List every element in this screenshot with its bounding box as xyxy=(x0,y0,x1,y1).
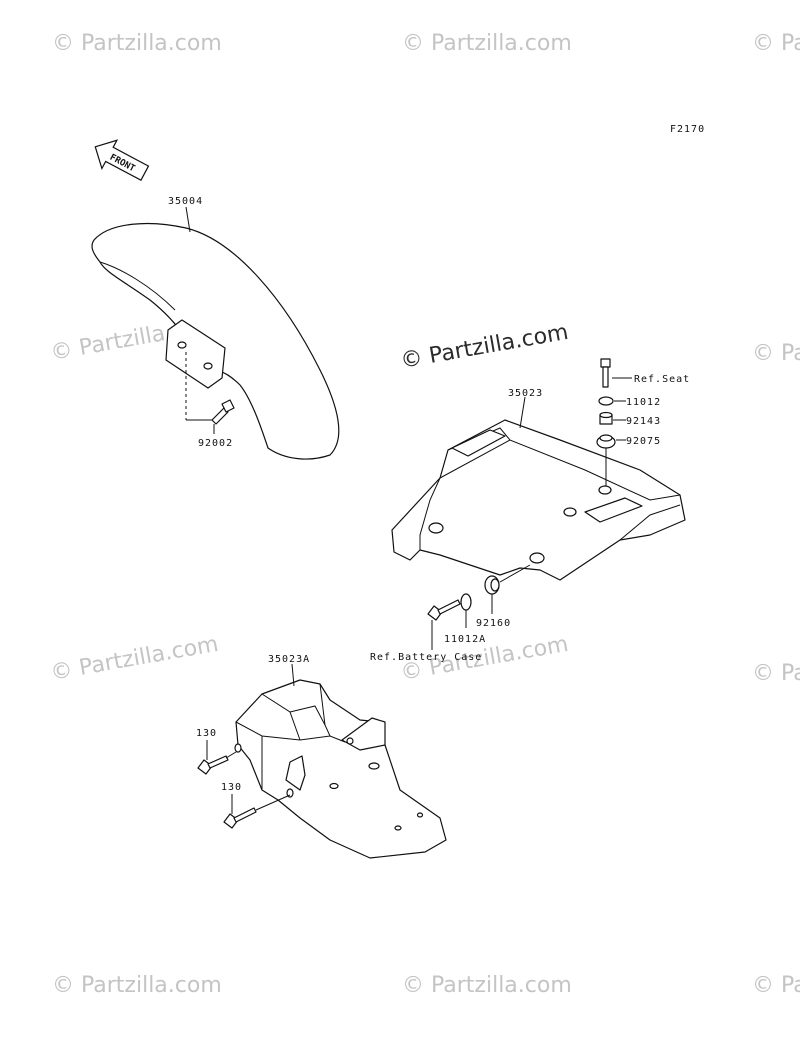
collar-92143-icon xyxy=(599,411,613,425)
center-watermark: © Partzilla.com xyxy=(399,320,571,374)
label-92143: 92143 xyxy=(626,416,661,427)
label-130-top: 130 xyxy=(196,728,217,739)
figure-code: F2170 xyxy=(670,124,705,135)
watermark: © Partzilla.com xyxy=(52,31,222,56)
label-ref-seat: Ref.Seat xyxy=(634,374,690,385)
leader-line xyxy=(499,564,531,583)
leader-line xyxy=(225,751,237,759)
bolt-ref-battery-icon xyxy=(427,599,461,621)
label-92075: 92075 xyxy=(626,436,661,447)
leader-line xyxy=(291,663,295,687)
bolt-92002-icon xyxy=(211,399,235,425)
washer-11012a-icon xyxy=(460,593,472,611)
leader-line xyxy=(519,396,526,429)
watermark: © Partzilla.com xyxy=(52,973,222,998)
label-92002: 92002 xyxy=(198,438,233,449)
label-130-bottom: 130 xyxy=(221,782,242,793)
grommet-92075-icon xyxy=(596,434,616,449)
watermark: © Partzilla.com xyxy=(752,31,800,56)
bolt-130-top-icon xyxy=(197,755,229,775)
watermark: © Partzilla.com xyxy=(752,661,800,686)
bolt-ref-seat-icon xyxy=(600,358,611,388)
label-35004: 35004 xyxy=(168,196,203,207)
leader-line xyxy=(255,794,291,811)
leader-line xyxy=(185,206,191,233)
front-fender xyxy=(91,222,340,460)
label-35023: 35023 xyxy=(508,388,543,399)
label-11012: 11012 xyxy=(626,397,661,408)
label-35023a: 35023A xyxy=(268,654,310,665)
bolt-130-bottom-icon xyxy=(223,807,257,829)
rear-fender-lower xyxy=(234,679,447,859)
rear-fender-upper xyxy=(391,419,686,581)
watermark: © Partzilla.com xyxy=(49,632,221,686)
watermark: © Partzilla.com xyxy=(752,973,800,998)
watermark: © Partzilla.com xyxy=(752,341,800,366)
label-92160: 92160 xyxy=(476,618,511,629)
watermark: © Partzilla.com xyxy=(402,973,572,998)
label-ref-battery-case: Ref.Battery Case xyxy=(370,652,482,663)
label-11012a: 11012A xyxy=(444,634,486,645)
washer-11012-icon xyxy=(598,396,614,406)
front-arrow-icon: FRONT xyxy=(94,139,150,182)
grommet-92160-icon xyxy=(484,575,500,595)
watermark: © Partzilla.com xyxy=(402,31,572,56)
